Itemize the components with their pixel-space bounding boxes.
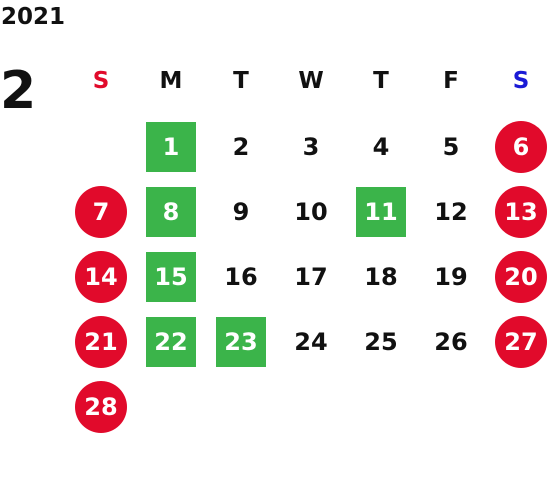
weekend-day: 21 (75, 315, 127, 368)
day-cell (206, 374, 276, 439)
week-row: 21 22 23 24 25 26 27 (66, 309, 548, 374)
day-cell: 16 (206, 244, 276, 309)
day-number: 26 (434, 327, 468, 356)
month-number: 2 (0, 61, 37, 121)
holiday-day: 8 (146, 186, 196, 237)
weekday-header: T (233, 68, 249, 94)
day-cell: 1 (136, 114, 206, 179)
day-cell (486, 374, 548, 439)
weekend-day: 7 (75, 185, 127, 238)
weekend-day: 28 (75, 380, 127, 433)
day-number: 17 (294, 262, 328, 291)
week-row: 1 2 3 4 5 6 (66, 114, 548, 179)
day-number: 19 (434, 262, 468, 291)
day-cell (416, 374, 486, 439)
day-cell (346, 374, 416, 439)
day-cell: 15 (136, 244, 206, 309)
day-cell: 6 (486, 114, 548, 179)
day-number: 18 (364, 262, 398, 291)
day-cell: 10 (276, 179, 346, 244)
weekday-header: M (159, 68, 183, 94)
weekend-day: 14 (75, 250, 127, 303)
weekend-day: 6 (495, 120, 547, 173)
day-cell: 3 (276, 114, 346, 179)
day-cell: 18 (346, 244, 416, 309)
day-number: 4 (372, 132, 390, 161)
day-number: 25 (364, 327, 398, 356)
day-number: 16 (224, 262, 258, 291)
day-number: 2 (232, 132, 250, 161)
day-cell: 20 (486, 244, 548, 309)
day-cell: 14 (66, 244, 136, 309)
weekday-header: W (298, 68, 324, 94)
day-cell: 23 (206, 309, 276, 374)
day-cell: 9 (206, 179, 276, 244)
year-label: 2021 (1, 4, 66, 30)
day-cell (66, 114, 136, 179)
day-cell (276, 374, 346, 439)
day-cell: 21 (66, 309, 136, 374)
day-cell: 19 (416, 244, 486, 309)
weekday-header: F (443, 68, 459, 94)
weekday-header: S (512, 68, 530, 94)
day-cell: 12 (416, 179, 486, 244)
weekend-day: 13 (495, 185, 547, 238)
day-number: 10 (294, 197, 328, 226)
day-number: 5 (442, 132, 460, 161)
day-cell: 4 (346, 114, 416, 179)
day-cell: 17 (276, 244, 346, 309)
day-cell: 24 (276, 309, 346, 374)
day-cell: 8 (136, 179, 206, 244)
weekend-day: 20 (495, 250, 547, 303)
day-cell: 27 (486, 309, 548, 374)
holiday-day: 22 (146, 316, 196, 367)
day-cell: 13 (486, 179, 548, 244)
week-row: 28 (66, 374, 548, 439)
day-cell: 2 (206, 114, 276, 179)
holiday-day: 1 (146, 121, 196, 172)
holiday-day: 15 (146, 251, 196, 302)
day-number: 12 (434, 197, 468, 226)
weekend-day: 27 (495, 315, 547, 368)
weekday-header: S (92, 68, 110, 94)
day-cell: 25 (346, 309, 416, 374)
day-cell: 11 (346, 179, 416, 244)
day-cell: 26 (416, 309, 486, 374)
day-cell: 5 (416, 114, 486, 179)
day-cell: 22 (136, 309, 206, 374)
day-cell (136, 374, 206, 439)
day-cell: 28 (66, 374, 136, 439)
day-number: 3 (302, 132, 320, 161)
week-row: 14 15 16 17 18 19 20 (66, 244, 548, 309)
day-number: 9 (232, 197, 250, 226)
holiday-day: 23 (216, 316, 266, 367)
day-number: 24 (294, 327, 328, 356)
weekday-header: T (373, 68, 389, 94)
holiday-day: 11 (356, 186, 406, 237)
day-cell: 7 (66, 179, 136, 244)
